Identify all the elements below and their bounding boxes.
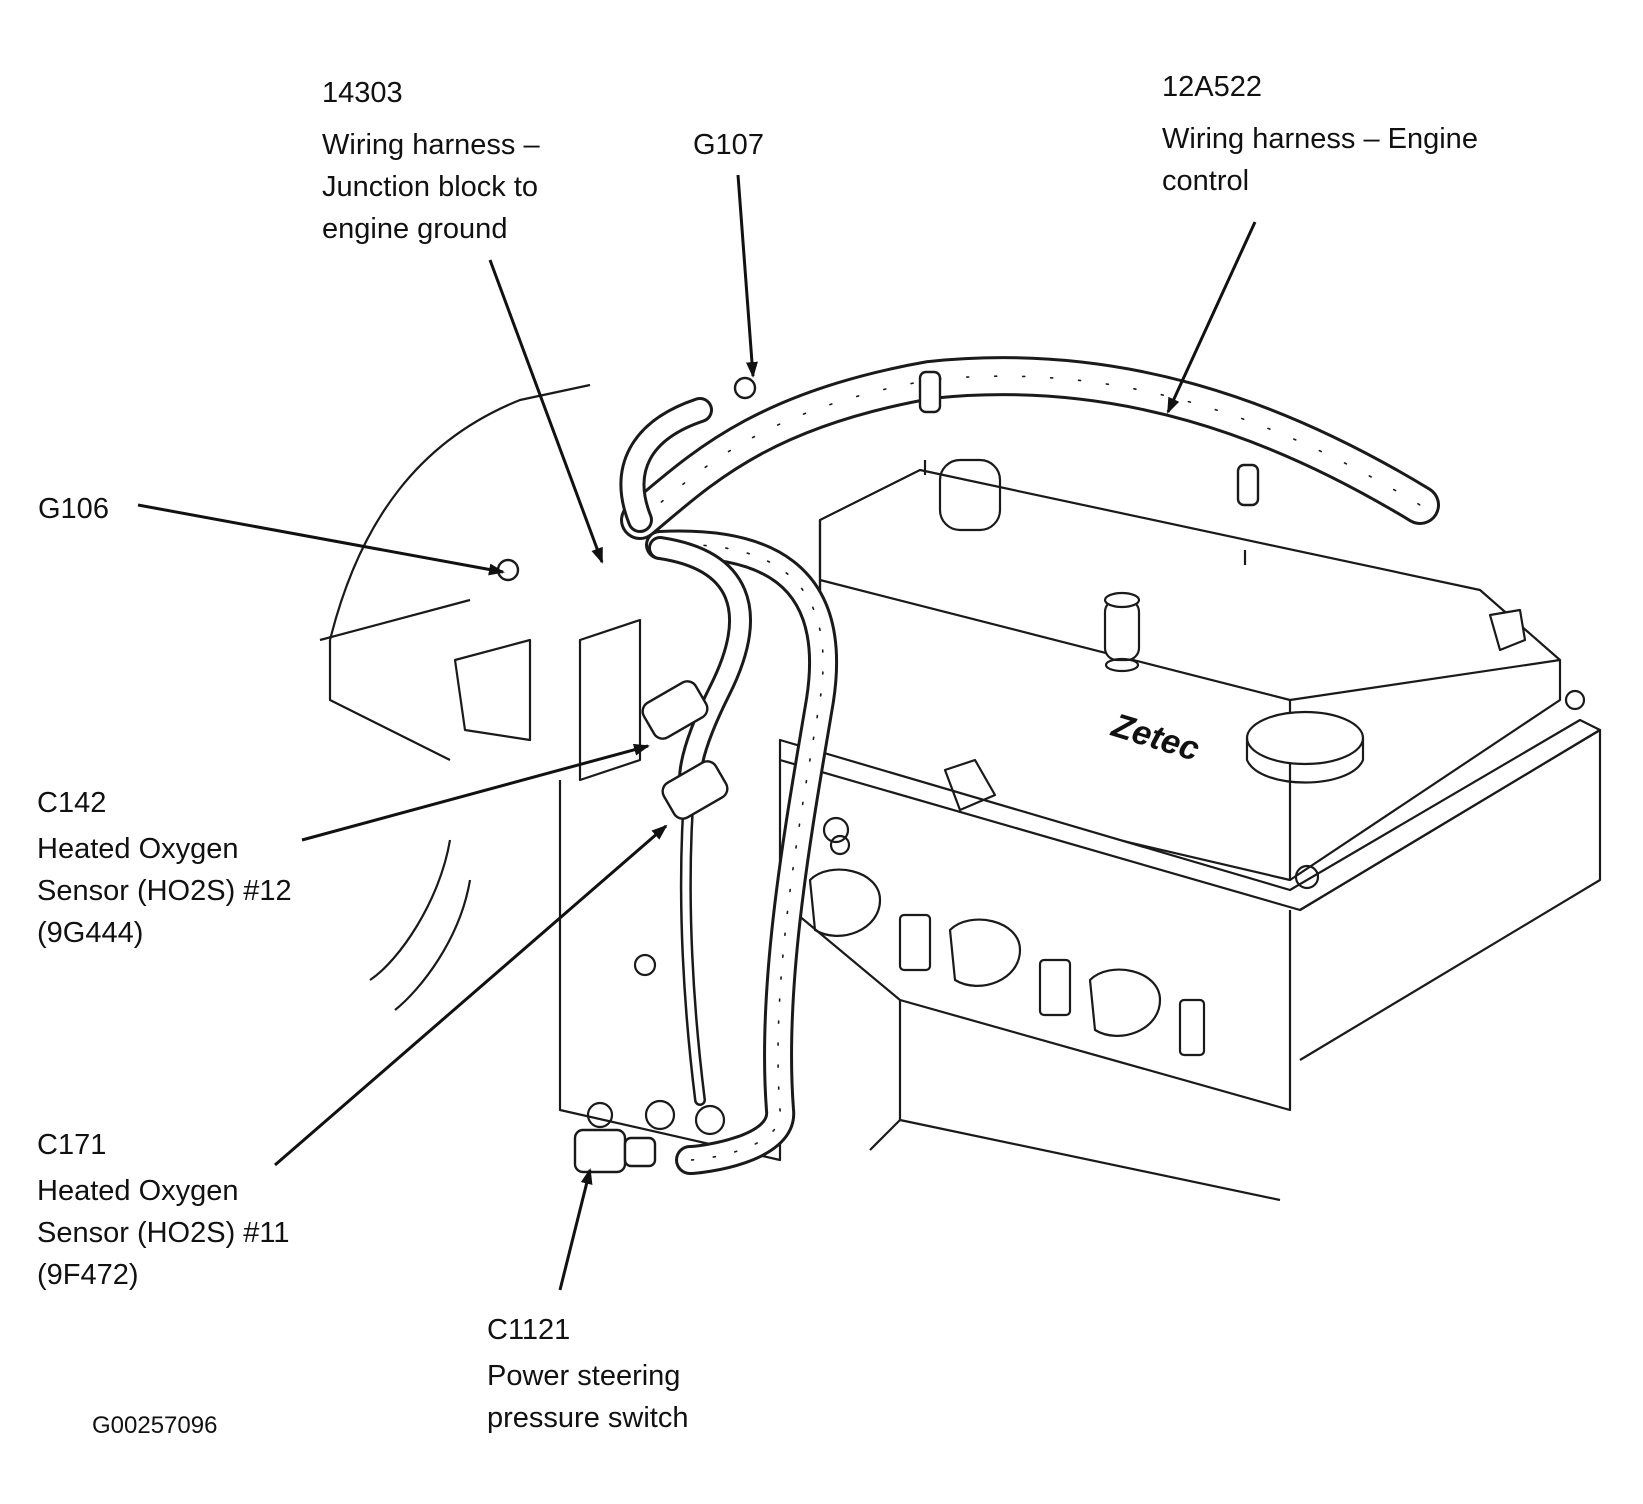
callout-c1121: C1121 Power steering pressure switch — [487, 1309, 688, 1439]
callout-desc: engine ground — [322, 213, 508, 245]
figure-id: G00257096 — [92, 1412, 218, 1439]
arrow-c171 — [274, 824, 668, 1167]
arrow-c142 — [301, 743, 650, 842]
connectors — [496, 370, 1260, 1174]
callout-14303: 14303 Wiring harness – Junction block to… — [322, 72, 540, 250]
leader-arrows — [137, 174, 1257, 1291]
callout-desc: Junction block to — [322, 171, 539, 203]
arrow-c1121 — [558, 1168, 593, 1291]
callout-g107: G107 — [693, 124, 764, 176]
arrow-g106 — [137, 503, 505, 576]
callout-12a522: 12A522 Wiring harness – Engine control — [1162, 66, 1478, 202]
callout-desc: control — [1162, 165, 1250, 197]
arrow-14303 — [488, 259, 604, 564]
arrow-12a522 — [1166, 221, 1257, 414]
callout-desc: Wiring harness – Engine — [1162, 123, 1478, 155]
arrow-g107 — [736, 174, 758, 378]
callout-desc: Heated Oxygen — [37, 1175, 239, 1207]
callout-desc: (9G444) — [37, 917, 144, 949]
callout-desc: Power steering — [487, 1360, 681, 1392]
callout-desc: pressure switch — [487, 1402, 689, 1434]
callout-code: 12A522 — [1162, 71, 1262, 103]
callout-desc: Sensor (HO2S) #11 — [37, 1217, 290, 1249]
callout-code: C171 — [37, 1129, 107, 1161]
callout-c142: C142 Heated Oxygen Sensor (HO2S) #12 (9G… — [37, 782, 292, 954]
callout-desc: Heated Oxygen — [37, 833, 239, 865]
callout-desc: Sensor (HO2S) #12 — [37, 875, 292, 907]
callout-g106: G106 — [38, 488, 109, 540]
callout-code: 14303 — [322, 77, 403, 109]
callout-code: C1121 — [487, 1314, 571, 1346]
callout-code: G106 — [38, 493, 109, 525]
wiring-harness — [619, 356, 1440, 1175]
callout-code: C142 — [37, 787, 107, 819]
callout-desc: Wiring harness – — [322, 129, 540, 161]
callout-c171: C171 Heated Oxygen Sensor (HO2S) #11 (9F… — [37, 1124, 290, 1296]
engine-block — [319, 383, 1602, 1202]
callout-code: G107 — [693, 129, 764, 161]
callout-desc: (9F472) — [37, 1259, 139, 1291]
